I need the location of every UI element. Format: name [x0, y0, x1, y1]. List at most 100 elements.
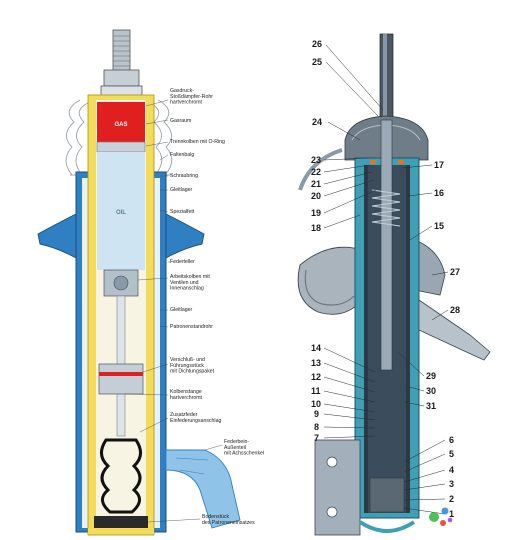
callout-10: 10: [311, 399, 321, 409]
label-line: Arbeitskolben mit: [170, 274, 210, 280]
seal-accent-top: [370, 160, 376, 164]
label-line: Federbein-: [224, 439, 249, 445]
gas-chamber: [97, 102, 145, 142]
callout-19: 19: [311, 208, 321, 218]
label-line: Gasraum: [170, 118, 191, 124]
label-cartridge-tube: Patronenstandrohr: [170, 324, 213, 330]
label-line: hartverchromt: [170, 395, 203, 401]
seal-guide-piece: [98, 363, 144, 395]
callout-24: 24: [312, 117, 322, 127]
label-line: Bodenstück: [202, 514, 230, 520]
right-lower-piston: [369, 477, 405, 513]
left-strut-cutaway: GAS OIL: [37, 29, 264, 536]
callout-12: 12: [311, 372, 321, 382]
right-leader-lines: [323, 44, 449, 515]
callout-31: 31: [426, 401, 436, 411]
callout-22: 22: [311, 167, 321, 177]
label-line: Kolbenstange: [170, 389, 202, 395]
label-line: Faltenbalg: [170, 152, 194, 158]
left-leader-lines: [124, 99, 223, 523]
label-line: Außenteil: [224, 445, 246, 451]
callout-25: 25: [312, 57, 322, 67]
right-inner-spring: [371, 189, 401, 227]
callout-27: 27: [450, 267, 460, 277]
label-line: Spezialfett: [170, 209, 195, 215]
right-bracket-arm: [418, 299, 491, 361]
callout-6: 6: [449, 435, 454, 445]
label-line: Verschluß- und: [170, 357, 205, 363]
spring-seat: [37, 213, 205, 259]
callout-30: 30: [426, 386, 436, 396]
spring-bowl: [297, 246, 363, 315]
callout-7: 7: [314, 433, 319, 443]
label-line: mit Dichtungspaket: [170, 369, 215, 375]
label-spring-plate: Federteller: [170, 259, 195, 265]
avito-logo-dot-red: [440, 520, 446, 526]
label-line: Zusatzfeder: [170, 412, 198, 418]
label-line: Gleitlager: [170, 307, 192, 313]
label-screw-ring: Schraubring: [170, 173, 198, 179]
right-spring-seat: [414, 239, 446, 296]
callout-1: 1: [449, 509, 454, 519]
avito-logo-dot-green: [429, 512, 439, 522]
callout-11: 11: [311, 386, 321, 396]
label-line: Federteller: [170, 259, 195, 265]
callout-23: 23: [311, 155, 321, 165]
callout-5: 5: [449, 449, 454, 459]
label-line: mit Achsschenkel: [224, 451, 264, 457]
callout-4: 4: [449, 465, 454, 475]
coil-spring-upper: [298, 148, 343, 191]
label-slide-bearing-bottom: Gleitlager: [170, 307, 192, 313]
callout-28: 28: [450, 305, 460, 315]
avito-watermark: Avito: [429, 507, 493, 527]
label-bellows: Faltenbalg: [170, 152, 194, 158]
label-slide-bearing-top: Gleitlager: [170, 187, 192, 193]
callout-29: 29: [426, 371, 436, 381]
callout-20: 20: [311, 191, 321, 201]
label-line: Innenanschlag: [170, 286, 204, 292]
callout-21: 21: [311, 179, 321, 189]
callout-3: 3: [449, 479, 454, 489]
right-callouts: 26 25 24 23 22 21 20 19 18 17 16 15 27 2…: [311, 39, 460, 519]
label-line: Gasdruck-: [170, 88, 194, 94]
label-line: hartverchromt: [170, 100, 203, 106]
label-special-grease: Spezialfett: [170, 209, 195, 215]
label-line: des Patroneneinsatzes: [202, 520, 255, 526]
cartridge-bottom: [94, 516, 148, 530]
callout-13: 13: [311, 358, 321, 368]
label-line: Ventilen und: [170, 280, 199, 286]
label-line: Gleitlager: [170, 187, 192, 193]
oil-chamber: [97, 152, 145, 270]
callout-15: 15: [434, 221, 444, 231]
label-line: Schraubring: [170, 173, 198, 179]
callout-2: 2: [449, 494, 454, 504]
label-line: Trennkolben mit O-Ring: [170, 139, 225, 145]
label-separating-piston: Trennkolben mit O-Ring: [170, 139, 225, 145]
steering-knuckle: [165, 449, 241, 529]
avito-brand-text: Avito: [455, 509, 493, 527]
oil-text: OIL: [116, 210, 126, 216]
right-strut-cutaway: 26 25 24 23 22 21 20 19 18 17 16 15 27 2…: [297, 33, 491, 536]
avito-logo-dot-blue: [441, 507, 449, 515]
label-line: Stoßdämpfer-Rohr: [170, 94, 213, 100]
callout-17: 17: [434, 160, 444, 170]
right-inner-rod: [380, 119, 393, 371]
label-gas-chamber: Gasraum: [170, 118, 191, 124]
label-line: Patronenstandrohr: [170, 324, 213, 330]
callout-16: 16: [434, 188, 444, 198]
avito-logo-dot-purple: [447, 517, 453, 523]
callout-26: 26: [312, 39, 322, 49]
label-line: Führungsstück: [170, 363, 204, 369]
label-line: Einfederungsanschlag: [170, 418, 221, 424]
callout-18: 18: [311, 223, 321, 233]
callout-14: 14: [311, 343, 321, 353]
